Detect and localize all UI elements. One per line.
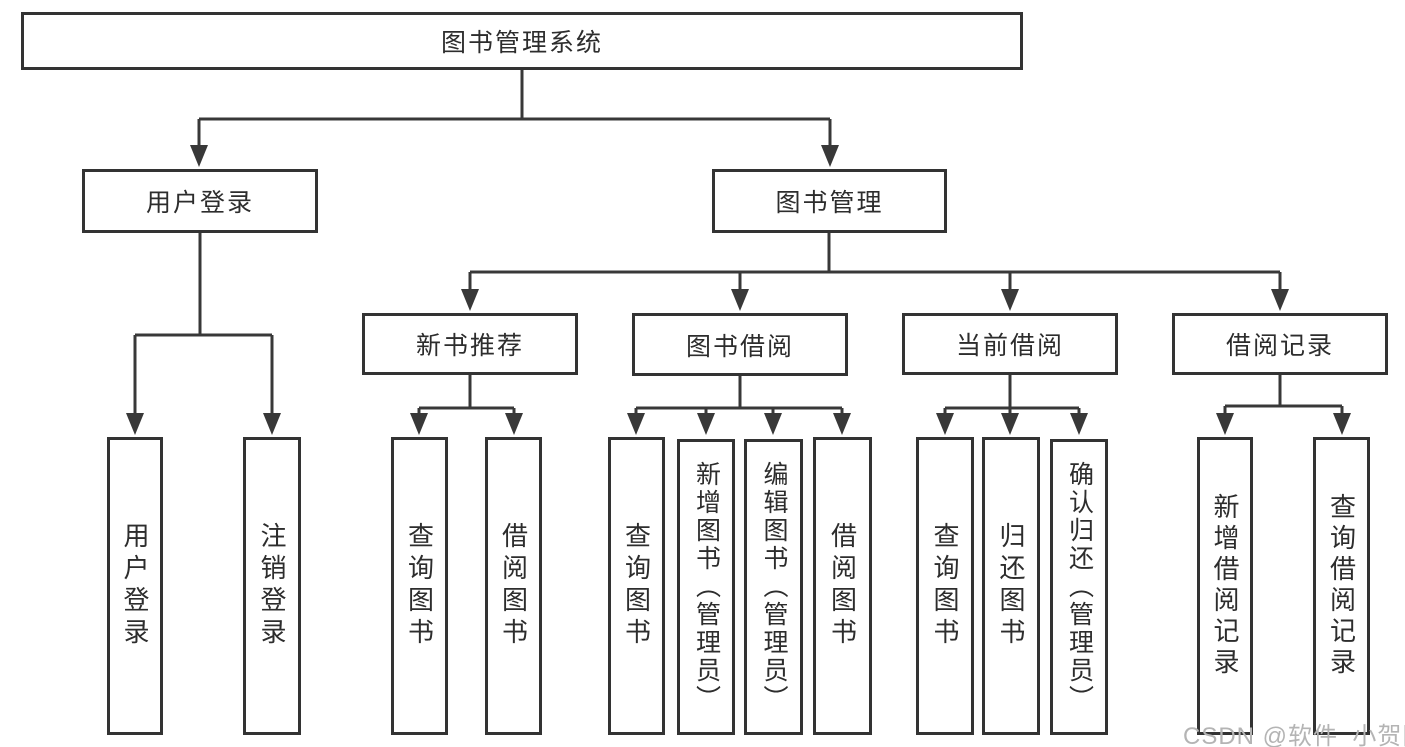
- leaf-current-confirm-return-admin: 确认归还（管理员）: [1050, 439, 1108, 735]
- leaf-borrow-query: 查询图书: [608, 437, 665, 735]
- node-current-borrow: 当前借阅: [902, 313, 1118, 375]
- node-book-borrow-label: 图书借阅: [685, 332, 794, 361]
- node-new-book-recommend-label: 新书推荐: [415, 332, 524, 360]
- leaf-borrow-edit-admin: 编辑图书（管理员）: [744, 439, 803, 735]
- leaf-newbooks-borrow-label: 借阅图书: [498, 522, 529, 650]
- leaf-newbooks-borrow: 借阅图书: [485, 437, 542, 735]
- node-new-book-recommend: 新书推荐: [362, 313, 578, 375]
- leaf-borrow-edit-admin-label: 编辑图书（管理员）: [760, 461, 788, 713]
- node-book-management-label: 图书管理: [775, 189, 884, 217]
- leaf-borrow-books: 借阅图书: [813, 437, 872, 735]
- csdn-watermark: CSDN @软件_小贺同学: [1183, 723, 1405, 747]
- leaf-logout-label: 注销登录: [257, 522, 287, 650]
- leaf-current-return-label: 归还图书: [996, 522, 1026, 650]
- leaf-newbooks-query-label: 查询图书: [404, 522, 435, 650]
- node-user-login: 用户登录: [82, 169, 318, 233]
- leaf-records-add-label: 新增借阅记录: [1210, 493, 1240, 679]
- leaf-user-login-label: 用户登录: [120, 522, 150, 650]
- leaf-current-return: 归还图书: [982, 437, 1040, 735]
- leaf-borrow-books-label: 借阅图书: [827, 522, 858, 650]
- leaf-current-query-label: 查询图书: [930, 522, 960, 650]
- node-book-management: 图书管理: [712, 169, 947, 233]
- leaf-current-query: 查询图书: [916, 437, 974, 735]
- leaf-borrow-query-label: 查询图书: [621, 522, 652, 650]
- leaf-borrow-add-admin: 新增图书（管理员）: [677, 439, 735, 735]
- leaf-records-add: 新增借阅记录: [1197, 437, 1253, 735]
- node-book-borrow: 图书借阅: [632, 313, 848, 376]
- leaf-logout: 注销登录: [243, 437, 301, 735]
- node-borrow-records-label: 借阅记录: [1225, 332, 1334, 360]
- leaf-user-login: 用户登录: [107, 437, 163, 735]
- leaf-current-confirm-return-admin-label: 确认归还（管理员）: [1065, 461, 1094, 713]
- node-user-login-label: 用户登录: [145, 189, 254, 217]
- node-current-borrow-label: 当前借阅: [955, 332, 1064, 360]
- node-root-label: 图书管理系统: [440, 29, 603, 57]
- leaf-records-query: 查询借阅记录: [1313, 437, 1370, 735]
- leaf-records-query-label: 查询借阅记录: [1326, 493, 1357, 679]
- leaf-borrow-add-admin-label: 新增图书（管理员）: [692, 461, 721, 713]
- node-borrow-records: 借阅记录: [1172, 313, 1388, 375]
- leaf-newbooks-query: 查询图书: [391, 437, 448, 735]
- node-root: 图书管理系统: [21, 12, 1023, 70]
